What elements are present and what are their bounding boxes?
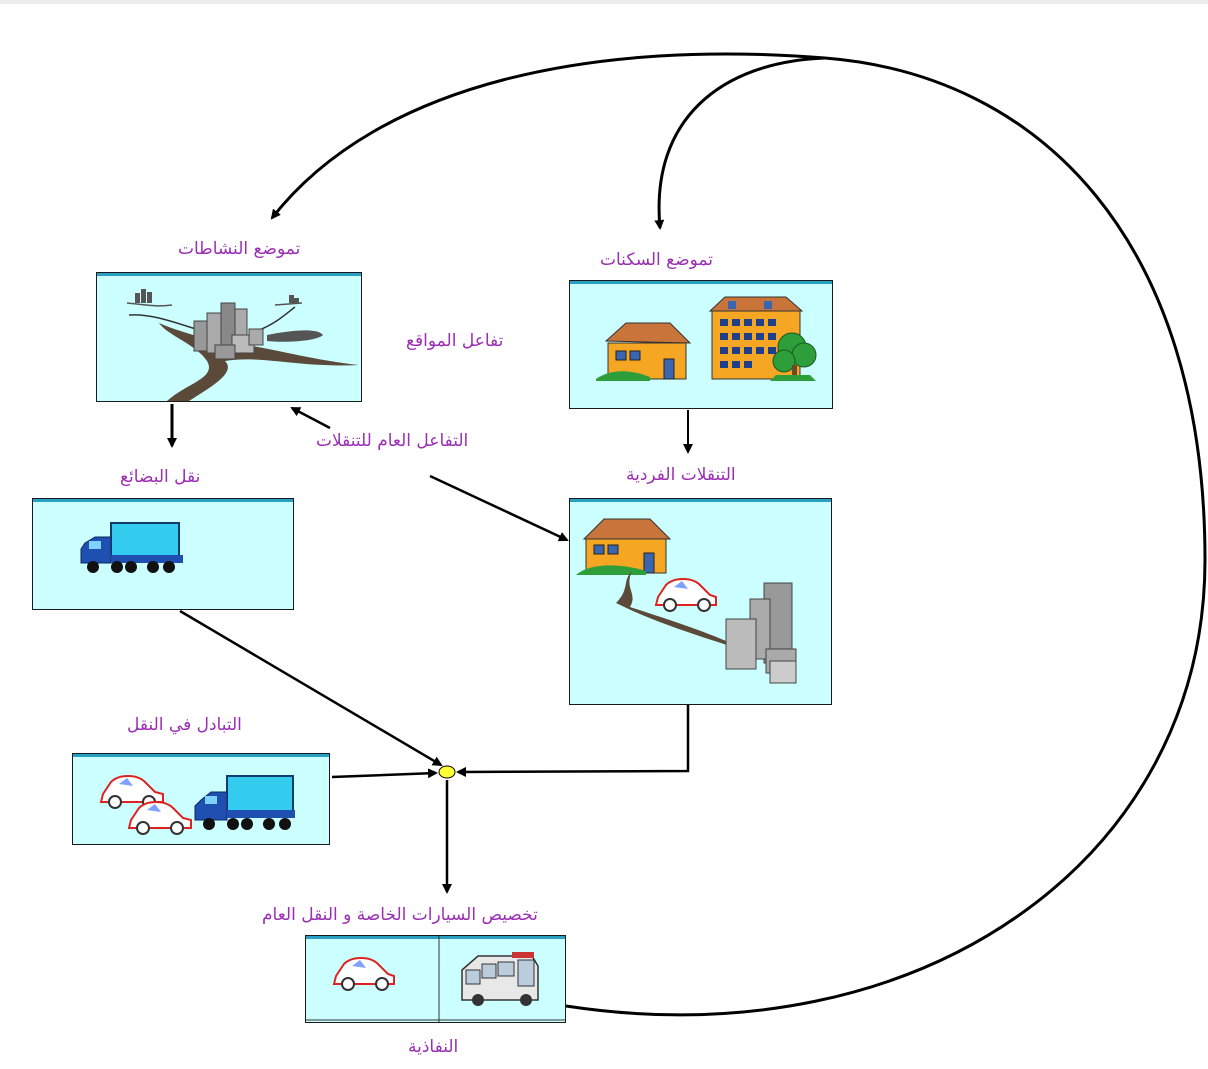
arrow-goods-to-junction bbox=[179, 609, 443, 767]
junction-node bbox=[438, 765, 456, 779]
car-icon bbox=[654, 578, 717, 612]
road-icon bbox=[616, 571, 745, 651]
city-cluster-icon bbox=[193, 302, 264, 360]
arrow-exchange-to-junction bbox=[331, 768, 438, 779]
label-general-interaction: التفاعل العام للتنقلات bbox=[316, 431, 469, 451]
label-transport-exchange: التبادل في النقل bbox=[127, 715, 242, 735]
housing-panel bbox=[569, 280, 833, 409]
label-housing-location: تموضع السكنات bbox=[600, 250, 713, 270]
arrow-to-activities bbox=[270, 52, 826, 220]
activities-panel bbox=[96, 272, 362, 402]
feedback-loop-arrow bbox=[565, 56, 1207, 1017]
house-icon bbox=[596, 322, 692, 381]
arrow-general-to-trips bbox=[429, 474, 569, 542]
truck-icon bbox=[80, 522, 183, 573]
goods-panel bbox=[32, 498, 294, 610]
arrow-to-housing bbox=[654, 56, 826, 230]
trips-panel bbox=[569, 498, 832, 705]
arrow-trips-to-junction bbox=[456, 705, 690, 777]
label-goods-transport: نقل البضائع bbox=[120, 467, 201, 487]
label-modal-split: تخصيص السيارات الخاصة و النقل العام bbox=[262, 905, 538, 925]
buildings-icon bbox=[725, 582, 797, 684]
modal-panel bbox=[305, 935, 566, 1023]
label-activities-location: تموضع النشاطات bbox=[178, 239, 301, 259]
arrow-general-to-activities bbox=[290, 406, 331, 430]
tree-icon bbox=[770, 332, 817, 381]
house-icon bbox=[576, 518, 672, 575]
label-accessibility: النفاذية bbox=[408, 1037, 459, 1057]
truck-icon bbox=[194, 775, 295, 830]
top-strip bbox=[0, 0, 1208, 4]
bus-icon bbox=[461, 952, 539, 1006]
exchange-panel bbox=[72, 753, 330, 845]
car-icon bbox=[332, 957, 395, 991]
label-sites-interaction: تفاعل المواقع bbox=[406, 331, 504, 351]
distant-buildings-icon bbox=[126, 289, 303, 307]
car-icon bbox=[127, 801, 192, 835]
label-individual-trips: التنقلات الفردية bbox=[626, 465, 736, 485]
car-icon bbox=[99, 775, 164, 809]
